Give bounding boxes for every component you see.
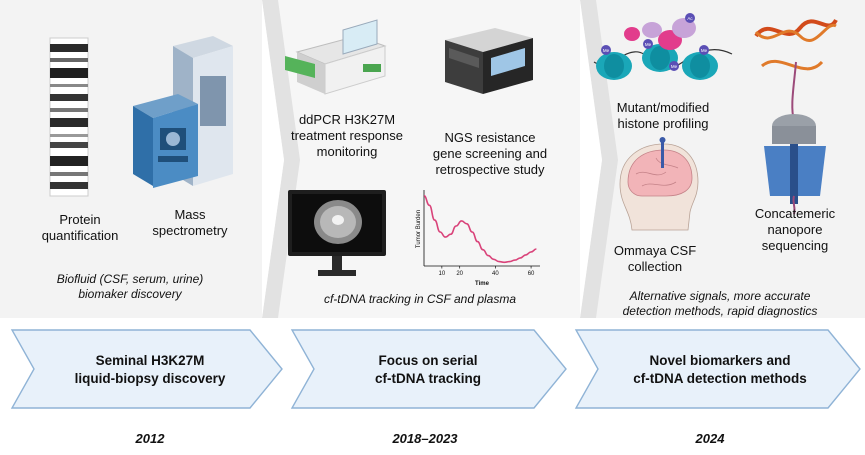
mass-spectrometer-icon [133,36,233,188]
nanopore-label: Concatemeric nanopore sequencing [754,206,836,253]
chart-y-axis-label: Tumor Burden [416,210,422,248]
x-tick-label-10: 10 [439,271,446,277]
arrow-2024-text: Novel biomarkers and cf-tDNA detection m… [633,353,807,386]
separator-chevron-1-gap [262,0,284,318]
tumor-burden-chart: Tumor Burden 10 20 40 60 Time [416,190,540,287]
ommaya-label: Ommaya CSF collection [613,243,697,274]
tumor-burden-series-line [423,194,537,264]
arrow-2012-text: Seminal H3K27M liquid-biopsy discovery [74,353,226,386]
chart-x-ticks: 10 20 40 60 [439,266,535,277]
ngs-sequencer-icon [445,28,533,94]
arrow-2018-text: Focus on serial cf-tDNA tracking [374,353,481,386]
chart-x-axis-label: Time [475,281,490,287]
year-2012: 2012 [135,431,165,446]
arrow-2018 [290,329,567,409]
histone-mark-1: Me [603,48,610,53]
protein-gel-icon [49,37,89,197]
mass-spectrometry-label: Mass spectrometry [152,207,228,238]
year-2018-2023: 2018–2023 [392,431,458,446]
histone-mark-2: Me [645,42,652,47]
arrow-2012 [10,329,283,409]
panel-2024-caption: Alternative signals, more accurate detec… [622,289,818,318]
separator-chevron-1 [262,0,300,318]
timeline-arrows [10,329,861,409]
mri-monitor-icon [288,190,386,276]
histone-mark-5: Me [671,64,678,69]
arrow-2024 [574,329,861,409]
x-tick-label-60: 60 [528,271,535,277]
head-brain-ommaya-icon [619,137,699,231]
ngs-label: NGS resistance gene screening and retros… [432,130,548,177]
panel-2012-caption: Biofluid (CSF, serum, urine) biomaker di… [56,272,204,301]
x-tick-label-20: 20 [456,271,463,277]
histone-mark-4: Me [701,48,708,53]
panel-2018-caption: cf-tDNA tracking in CSF and plasma [323,292,517,306]
histone-profiling-label: Mutant/modified histone profiling [616,100,710,131]
histone-mark-3: Ac [687,16,693,21]
nanopore-sequencing-icon [754,18,838,215]
separator-chevron-2-gap [580,0,602,318]
ddpcr-label: ddPCR H3K27M treatment response monitori… [290,112,403,159]
histone-nucleosomes-icon: Me Me Ac Me Me [593,13,733,80]
x-tick-label-40: 40 [492,271,499,277]
ddpcr-instrument-icon [285,19,387,95]
protein-quantification-label: Protein quantification [41,212,119,243]
year-2024: 2024 [695,431,725,446]
